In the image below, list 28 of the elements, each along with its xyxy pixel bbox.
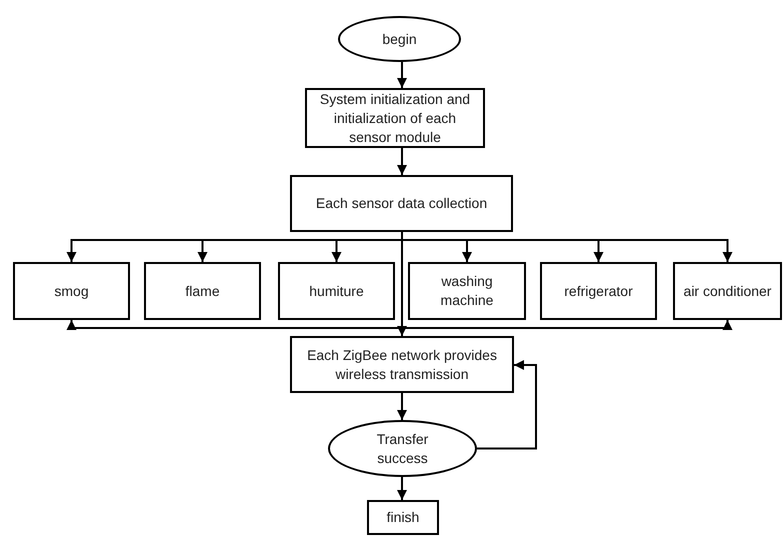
process-box [290,175,513,232]
arrow [477,360,537,450]
arrow [401,320,732,336]
arrow [397,148,407,175]
node-label: refrigerator [564,282,633,300]
node-label: finish [386,508,420,527]
node-label: begin [382,30,417,48]
arrow [397,477,407,500]
node-label: smog [54,282,89,300]
arrow [397,393,407,420]
process-box [305,88,485,148]
process-box [408,262,526,320]
node-label: flame [185,282,220,300]
process-box [144,262,261,320]
process-box [13,262,130,320]
node-label: air conditioner [684,282,772,300]
arrow [397,62,407,88]
process-box [367,500,439,535]
node-label: System initialization and initialization of each sensor module [318,90,472,146]
process-box [673,262,782,320]
process-box [290,336,514,393]
node-label: Each ZigBee network provides wireless transmission [306,346,498,384]
node-label: washing machine [440,272,494,310]
process-box [540,262,657,320]
node-label: humiture [309,282,364,300]
node-label: Transfer success [376,430,430,468]
node-label: Each sensor data collection [316,194,488,213]
process-box [278,262,395,320]
